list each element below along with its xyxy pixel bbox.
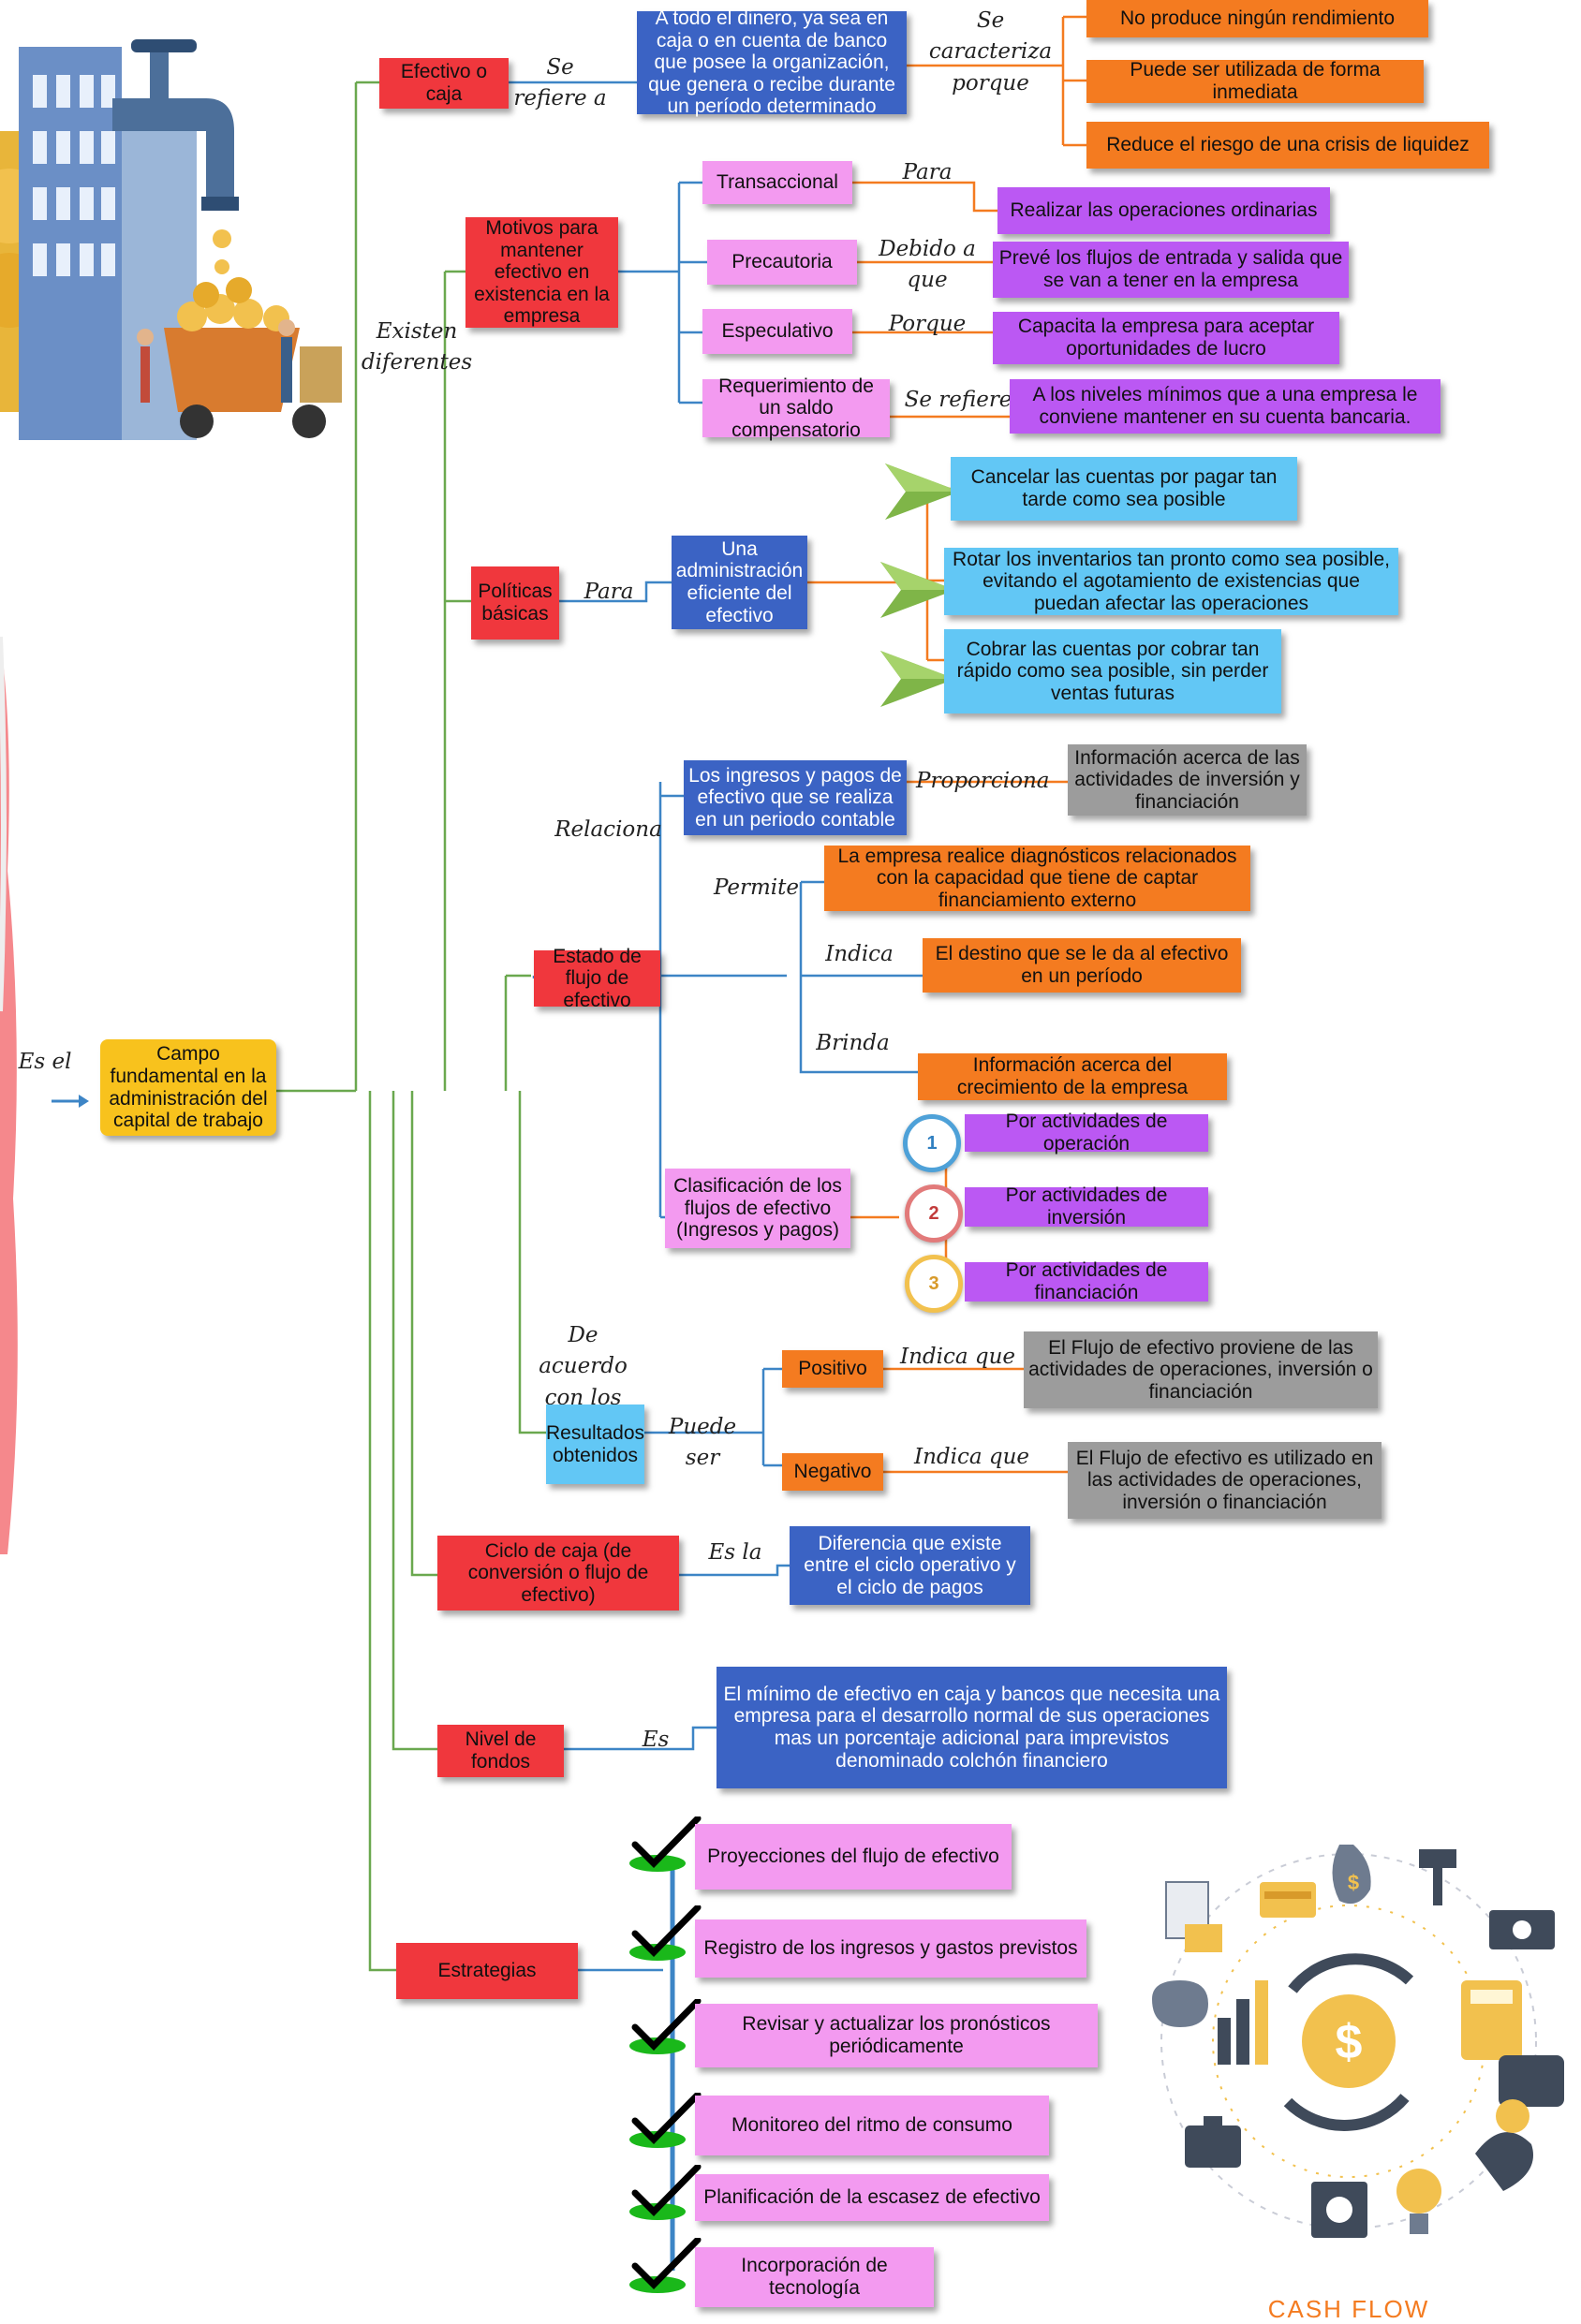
motivo-saldo-detail: A los niveles mínimos que a una empresa …	[1010, 379, 1441, 434]
estrategia-1: Proyecciones del flujo de efectivo	[695, 1824, 1012, 1890]
check-icon-4	[629, 2093, 702, 2148]
estrategias-node: Estrategias	[396, 1943, 578, 1999]
nivel-link-label: Es	[642, 1728, 670, 1752]
estado-proporciona: Información acerca de las actividades de…	[1068, 744, 1307, 816]
clase-inversion: Por actividades de inversión	[965, 1184, 1208, 1228]
nivel-detail: El mínimo de efectivo en caja y bancos q…	[717, 1667, 1227, 1788]
estado-brinda: Información acerca del crecimiento de la…	[918, 1053, 1227, 1100]
politica-3: Cobrar las cuentas por cobrar tan rápido…	[944, 629, 1281, 713]
efectivo-node: Efectivo o caja	[379, 58, 509, 109]
root-link-label: Es el	[18, 1050, 72, 1074]
brinda-link-label: Brinda	[816, 1031, 890, 1055]
positivo-detail: El Flujo de efectivo proviene de las act…	[1024, 1331, 1378, 1408]
estrategia-6: Incorporación de tecnología	[695, 2247, 934, 2307]
left-figure-decoration	[0, 637, 18, 1554]
motivo-precautoria-detail: Prevé los flujos de entrada y salida que…	[993, 242, 1349, 298]
permite-link-label: Permite	[713, 875, 800, 900]
class-number-3: 3	[905, 1255, 963, 1313]
check-icon-5	[629, 2165, 702, 2220]
nivel-node: Nivel de fondos	[437, 1725, 564, 1777]
check-icon-6	[629, 2238, 702, 2293]
efectivo-definition: A todo el dinero, ya sea en caja o en cu…	[637, 7, 907, 117]
caracteriza-link-label: Se caracteriza porque	[928, 8, 1053, 96]
ciclo-node: Ciclo de caja (de conversión o flujo de …	[437, 1536, 679, 1611]
svg-text:$: $	[1348, 1871, 1359, 1894]
motivo-especulativo-detail: Capacita la empresa para aceptar oportun…	[993, 312, 1339, 364]
trait-1: No produce ningún rendimiento	[1086, 0, 1428, 37]
motivos-node: Motivos para mantener efectivo en existe…	[465, 217, 618, 328]
clase-operacion: Por actividades de operación	[965, 1111, 1208, 1155]
indica-link-label: Indica	[825, 942, 894, 966]
svg-text:$: $	[1336, 2015, 1363, 2069]
existen-link-label: Existen diferentes	[361, 319, 473, 375]
cash-flow-illustration: $ $ CASH FLOW	[1152, 1845, 1564, 2322]
motivo-precautoria: Precautoria	[707, 240, 857, 285]
resultado-negativo: Negativo	[782, 1453, 883, 1491]
politicas-goal: Una administración eficiente del efectiv…	[672, 536, 807, 629]
class-number-2: 2	[905, 1184, 963, 1243]
resultado-positivo: Positivo	[782, 1350, 883, 1388]
politica-1: Cancelar las cuentas por pagar tan tarde…	[951, 457, 1297, 521]
estrategia-3: Revisar y actualizar los pronósticos per…	[695, 2004, 1098, 2067]
motivo-transaccional-detail: Realizar las operaciones ordinarias	[997, 187, 1330, 234]
money-tap-illustration	[0, 39, 342, 440]
arrow-icon-1	[885, 463, 960, 520]
estrategia-2: Registro de los ingresos y gastos previs…	[695, 1920, 1086, 1978]
proporciona-link-label: Proporciona	[916, 769, 1050, 793]
estado-node: Estado de flujo de efectivo	[534, 946, 660, 1011]
estrategia-5: Planificación de la escasez de efectivo	[695, 2174, 1049, 2221]
estrategia-4: Monitoreo del ritmo de consumo	[695, 2096, 1049, 2155]
trait-3: Reduce el riesgo de una crisis de liquid…	[1086, 122, 1489, 169]
motivo-especulativo-link: Porque	[888, 312, 967, 336]
resultados-node: Resultados obtenidos	[546, 1405, 644, 1484]
check-icon-2	[629, 1905, 702, 1961]
estado-relaciona: Los ingresos y pagos de efectivo que se …	[684, 760, 907, 835]
arrow-icon-2	[880, 562, 955, 618]
check-icon-1	[629, 1817, 702, 1872]
estado-clasificacion: Clasificación de los flujos de efectivo …	[665, 1169, 850, 1248]
estado-indica: El destino que se le da al efectivo en u…	[923, 938, 1241, 993]
root-node: Campo fundamental en la administración d…	[100, 1039, 276, 1136]
motivo-precautoria-link: Debido a que	[879, 237, 976, 293]
relaciona-link-label: Relaciona	[554, 817, 662, 842]
negativo-detail: El Flujo de efectivo es utilizado en las…	[1068, 1442, 1382, 1519]
politica-2: Rotar los inventarios tan pronto como se…	[944, 548, 1398, 615]
ciclo-link-label: Es la	[708, 1540, 762, 1565]
motivo-saldo-link: Se refiere	[904, 388, 1012, 412]
trait-2: Puede ser utilizada de forma inmediata	[1086, 59, 1424, 103]
arrow-icon-3	[880, 651, 955, 707]
politicas-link-label: Para	[584, 580, 634, 604]
class-number-1: 1	[903, 1114, 961, 1172]
negativo-link-label: Indica que	[913, 1445, 1030, 1469]
resultados-link-label: De acuerdo con los	[539, 1323, 628, 1410]
motivo-saldo-compensatorio: Requerimiento de un saldo compensatorio	[702, 375, 890, 441]
efectivo-link-label: Se refiere a	[513, 55, 607, 111]
motivo-especulativo: Especulativo	[702, 309, 852, 354]
motivo-transaccional-link: Para	[902, 160, 953, 184]
positivo-link-label: Indica que	[899, 1345, 1016, 1369]
politicas-node: Políticas básicas	[471, 566, 559, 640]
puede-ser-link-label: Puede ser	[668, 1415, 737, 1471]
check-icon-3	[629, 1999, 702, 2054]
ciclo-detail: Diferencia que existe entre el ciclo ope…	[790, 1526, 1030, 1605]
clase-financiacion: Por actividades de financiación	[965, 1259, 1208, 1303]
cash-flow-caption: CASH FLOW	[1268, 2295, 1430, 2322]
motivo-transaccional: Transaccional	[702, 161, 852, 204]
estado-permite: La empresa realice diagnósticos relacion…	[824, 846, 1250, 911]
